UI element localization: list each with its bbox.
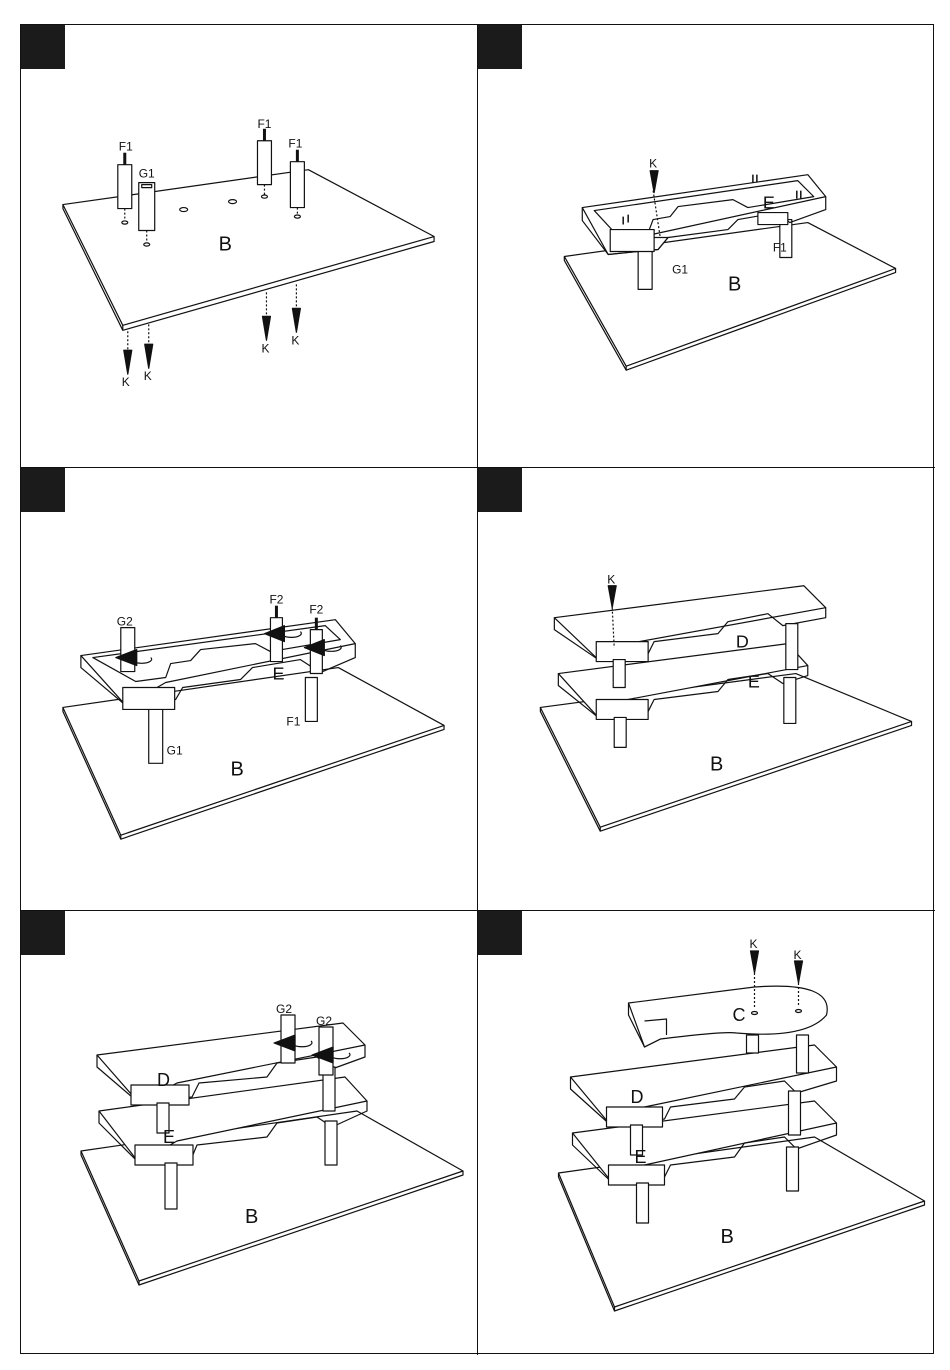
post-g1 xyxy=(638,249,652,289)
step-3-illustration: G2 F2 F2 E F1 G1 B xyxy=(21,468,477,910)
post-e-right xyxy=(325,1121,337,1165)
post-f1-left xyxy=(118,165,132,209)
label-f1-middle: F1 xyxy=(257,117,271,131)
screw-k-4 xyxy=(292,308,300,332)
step-panel-1: F1 G1 F1 F1 B K K K K xyxy=(21,25,478,468)
step-panel-3: G2 F2 F2 E F1 G1 B xyxy=(21,468,478,911)
label-g1: G1 xyxy=(167,743,183,757)
label-b: B xyxy=(245,1206,258,1228)
label-b: B xyxy=(231,758,244,780)
label-g1: G1 xyxy=(139,167,155,181)
step-4-illustration: K D E B xyxy=(478,468,935,910)
post-c-left xyxy=(747,1035,759,1053)
label-b: B xyxy=(721,1226,734,1248)
post-e-right xyxy=(784,678,796,724)
post-e-left xyxy=(614,717,626,747)
label-b: B xyxy=(219,233,232,255)
post-d-right xyxy=(789,1091,801,1135)
step-panel-5: G2 G2 D E B xyxy=(21,911,478,1355)
label-e: E xyxy=(763,193,775,213)
label-k-3: K xyxy=(261,341,269,355)
label-d: D xyxy=(736,632,749,652)
screw-k-right xyxy=(795,961,803,983)
label-g2: G2 xyxy=(117,615,133,629)
instruction-grid: F1 G1 F1 F1 B K K K K xyxy=(20,24,934,1354)
step-2-illustration: K E G1 F1 B xyxy=(478,25,935,467)
label-f1: F1 xyxy=(773,240,787,254)
label-e: E xyxy=(272,664,284,684)
post-g2 xyxy=(121,628,135,672)
screw-k-2 xyxy=(145,344,153,368)
screw-k-1 xyxy=(124,350,132,374)
label-e: E xyxy=(635,1147,647,1167)
label-f2-left: F2 xyxy=(269,593,283,607)
post-e-left xyxy=(165,1163,177,1209)
label-d: D xyxy=(157,1070,170,1090)
step-1-illustration: F1 G1 F1 F1 B K K K K xyxy=(21,25,477,467)
label-k-4: K xyxy=(291,333,299,347)
post-d-right xyxy=(786,624,798,670)
screw-k-3 xyxy=(262,316,270,340)
step-panel-2: K E G1 F1 B xyxy=(478,25,935,468)
label-k-2: K xyxy=(144,369,152,383)
label-k: K xyxy=(607,573,615,587)
post-d-left xyxy=(613,660,625,688)
label-b: B xyxy=(728,273,741,295)
label-c: C xyxy=(733,1005,746,1025)
label-k-right: K xyxy=(794,948,802,962)
label-f1-right: F1 xyxy=(288,137,302,151)
post-f1-middle xyxy=(257,141,271,185)
post-f1 xyxy=(305,678,317,722)
label-k-left: K xyxy=(750,937,758,951)
screw-k-left xyxy=(751,951,759,973)
step-panel-6: K K C D E B xyxy=(478,911,935,1355)
step-panel-4: K D E B xyxy=(478,468,935,911)
screw-k xyxy=(608,586,616,608)
label-g2-right: G2 xyxy=(316,1014,332,1028)
label-f1-left: F1 xyxy=(119,140,133,154)
step-6-illustration: K K C D E B xyxy=(478,911,935,1355)
post-e-left xyxy=(637,1183,649,1223)
post-f1-right xyxy=(290,162,304,208)
label-f2-right: F2 xyxy=(309,603,323,617)
label-b: B xyxy=(710,753,723,775)
label-e: E xyxy=(748,672,760,692)
label-g1: G1 xyxy=(672,262,688,276)
screw-k xyxy=(650,171,658,193)
label-k-1: K xyxy=(122,375,130,389)
post-g1 xyxy=(139,183,155,231)
label-d: D xyxy=(631,1087,644,1107)
label-f1: F1 xyxy=(286,714,300,728)
post-e-right xyxy=(787,1147,799,1191)
label-e: E xyxy=(163,1127,175,1147)
step-5-illustration: G2 G2 D E B xyxy=(21,911,477,1355)
post-c-right xyxy=(797,1035,809,1073)
post-g1 xyxy=(149,707,163,763)
label-g2-left: G2 xyxy=(276,1002,292,1016)
label-k: K xyxy=(649,157,657,171)
